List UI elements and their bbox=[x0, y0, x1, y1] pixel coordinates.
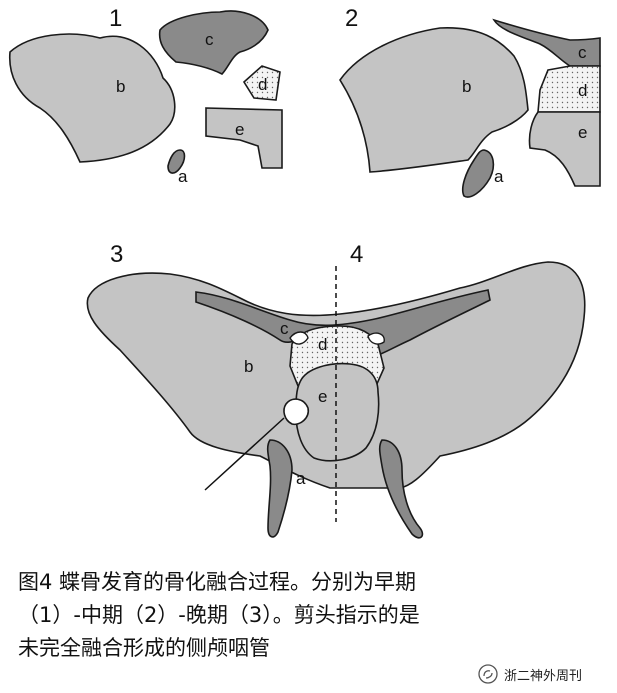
stage-2-label-d: d bbox=[578, 81, 587, 100]
stage-3-label: 3 bbox=[110, 241, 123, 268]
watermark: 浙二神外周刊 bbox=[478, 663, 582, 685]
stage-1-part-b bbox=[10, 34, 175, 162]
stage-2-part-d bbox=[538, 66, 600, 112]
stage-2-label-a: a bbox=[494, 167, 504, 186]
caption-line-1: 图4 蝶骨发育的骨化融合过程。分别为早期 bbox=[18, 566, 598, 599]
caption-line-2: （1）-中期（2）-晚期（3）。剪头指示的是 bbox=[18, 599, 598, 632]
stage-2-part-b bbox=[340, 28, 528, 172]
stage-1-part-c bbox=[160, 11, 268, 74]
stage-2-panel: 2 b c d e a bbox=[340, 5, 600, 197]
watermark-text: 浙二神外周刊 bbox=[504, 665, 582, 684]
wechat-logo-icon bbox=[478, 664, 498, 684]
stage-3-label-e: e bbox=[318, 387, 327, 406]
stage-3-label-b: b bbox=[244, 357, 253, 376]
stage-1-label-d: d bbox=[258, 75, 267, 94]
stage-2-part-e bbox=[529, 112, 600, 186]
sphenoid-diagram: 1 b c d e a 2 b c d e a 3 4 bbox=[0, 0, 617, 560]
stage-3-panel: 3 4 b c d e a bbox=[87, 241, 584, 538]
stage-2-label: 2 bbox=[345, 5, 358, 32]
stage-2-label-c: c bbox=[578, 43, 587, 62]
stage-1-label-b: b bbox=[116, 77, 125, 96]
stage-3-canal-hole bbox=[284, 399, 308, 424]
stage-3-label-d: d bbox=[318, 335, 327, 354]
stage-4-label: 4 bbox=[350, 241, 363, 268]
stage-1-label-c: c bbox=[205, 30, 214, 49]
stage-2-label-b: b bbox=[462, 77, 471, 96]
stage-3-label-a: a bbox=[296, 469, 306, 488]
caption-line-3: 未完全融合形成的侧颅咽管 bbox=[18, 632, 598, 665]
stage-1-label: 1 bbox=[109, 5, 122, 32]
stage-1-panel: 1 b c d e a bbox=[10, 5, 282, 186]
stage-1-label-a: a bbox=[178, 167, 188, 186]
figure-caption: 图4 蝶骨发育的骨化融合过程。分别为早期 （1）-中期（2）-晚期（3）。剪头指… bbox=[18, 566, 598, 665]
stage-1-label-e: e bbox=[235, 120, 244, 139]
stage-2-label-e: e bbox=[578, 123, 587, 142]
stage-3-label-c: c bbox=[280, 319, 289, 338]
stage-3-part-a-left bbox=[268, 440, 292, 537]
